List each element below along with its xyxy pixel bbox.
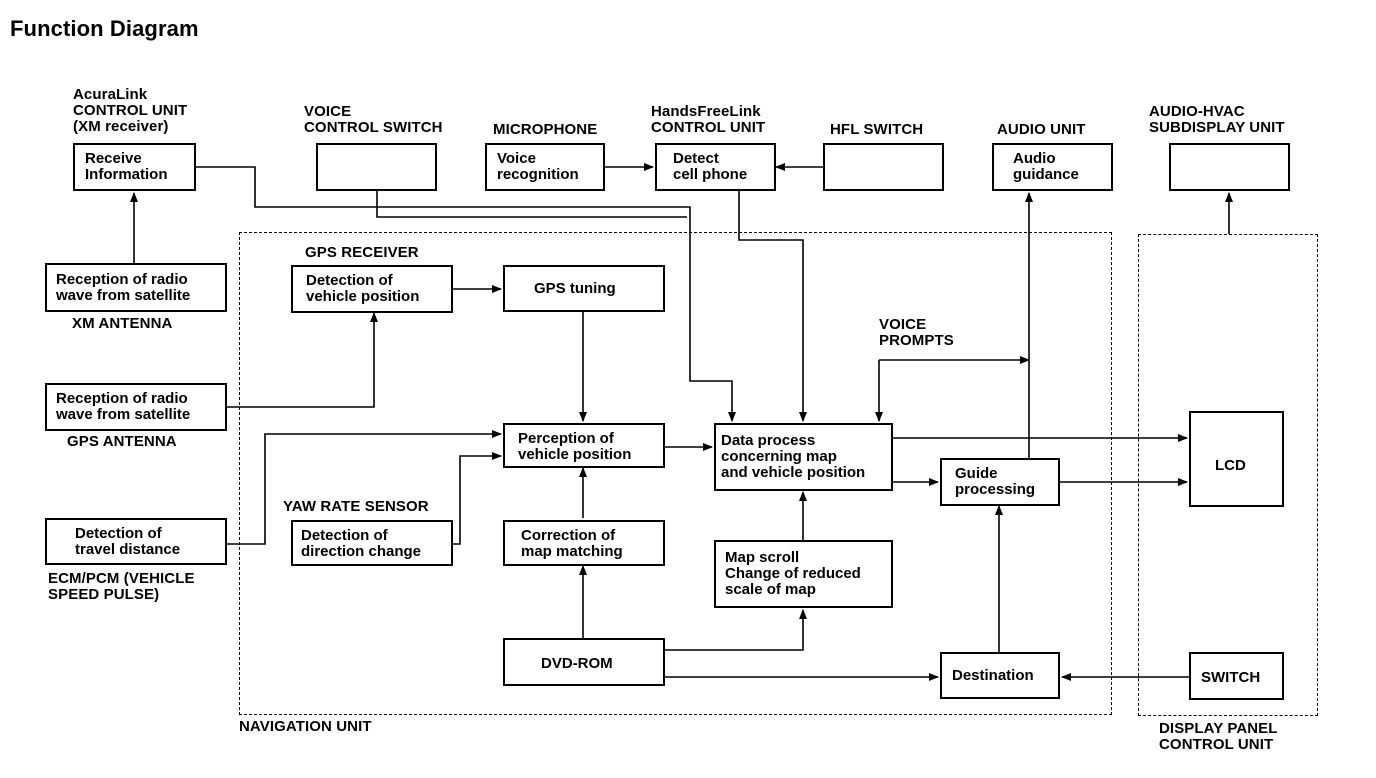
guide-processing-text: Guide processing [955,465,1036,498]
detect-cell-phone-text: Detect cell phone [673,150,748,183]
map-scroll-text: Map scroll Change of reduced scale of ma… [725,549,861,598]
audio-unit-label: AUDIO UNIT [997,121,1086,138]
detection-direction-change-box [291,520,453,566]
audio-guidance-box [992,143,1113,191]
navigation-unit-group [239,232,1112,715]
audio-hvac-label: AUDIO-HVAC SUBDISPLAY UNIT [1149,103,1285,136]
gps-reception-box [45,383,227,431]
destination-box [940,652,1060,699]
arrow-gpsrecept-to-detection [227,312,378,408]
arrow-travel-to-perception [227,430,502,545]
voice-prompts-label: VOICE PROMPTS [879,316,954,349]
voice-recognition-text: Voice recognition [497,150,579,183]
correction-map-matching-text: Correction of map matching [521,527,623,560]
gps-tuning-text: GPS tuning [534,280,616,297]
dvd-rom-text: DVD-ROM [541,655,613,672]
voice-recognition-box [485,143,605,191]
receive-information-text: Receive Information [85,150,168,183]
destination-text: Destination [952,667,1034,684]
audio-guidance-text: Audio guidance [1013,150,1079,183]
xm-reception-text: Reception of radio wave from satellite [56,271,191,304]
detect-cell-phone-box [655,143,776,191]
gps-antenna-label: GPS ANTENNA [67,433,177,450]
detection-vehicle-position-box [291,265,453,313]
detection-vehicle-position-text: Detection of vehicle position [306,272,420,305]
acuralink-label: AcuraLink CONTROL UNIT (XM receiver) [73,86,188,135]
perception-vehicle-position-box [503,423,665,468]
display-panel-control-unit-label: DISPLAY PANEL CONTROL UNIT [1159,720,1278,753]
detection-travel-distance-text: Detection of travel distance [75,525,181,558]
handsfreelink-label: HandsFreeLink CONTROL UNIT [651,103,766,136]
gps-tuning-box [503,265,665,312]
arrow-receive-to-dataprocess [196,166,736,422]
perception-vehicle-position-text: Perception of vehicle position [518,430,632,463]
data-process-text: Data process concerning map and vehicle … [721,432,866,481]
yaw-rate-sensor-label: YAW RATE SENSOR [283,498,429,515]
voice-control-switch-box [316,143,437,191]
detection-direction-change-text: Detection of direction change [301,527,422,560]
guide-processing-box [940,458,1060,506]
display-panel-control-unit-group [1138,234,1318,716]
ecm-pcm-label: ECM/PCM (VEHICLE SPEED PULSE) [48,570,195,603]
navigation-unit-label: NAVIGATION UNIT [239,718,372,735]
audio-hvac-box [1169,143,1290,191]
arrow-dvd-to-mapscroll [665,609,807,651]
arrow-detect-to-dataprocess [738,190,807,422]
correction-map-matching-box [503,520,665,566]
xm-reception-box [45,263,227,312]
switch-box [1189,652,1284,700]
xm-antenna-label: XM ANTENNA [72,315,173,332]
lcd-text: LCD [1215,457,1246,474]
receive-information-box [73,143,196,191]
gps-reception-text: Reception of radio wave from satellite [56,390,191,423]
gps-receiver-label: GPS RECEIVER [305,244,419,261]
hfl-switch-box [823,143,944,191]
data-process-box [714,423,893,491]
lcd-box [1189,411,1284,507]
hfl-switch-label: HFL SWITCH [830,121,924,138]
line-voice-switch [376,191,687,218]
map-scroll-box [714,540,893,608]
detection-travel-distance-box [45,518,227,565]
arrow-direction-to-perception [453,452,502,545]
switch-text: SWITCH [1201,669,1261,686]
dvd-rom-box [503,638,665,686]
voice-control-switch-label: VOICE CONTROL SWITCH [304,103,443,136]
microphone-label: MICROPHONE [493,121,598,138]
diagram-title: Function Diagram [10,16,199,41]
